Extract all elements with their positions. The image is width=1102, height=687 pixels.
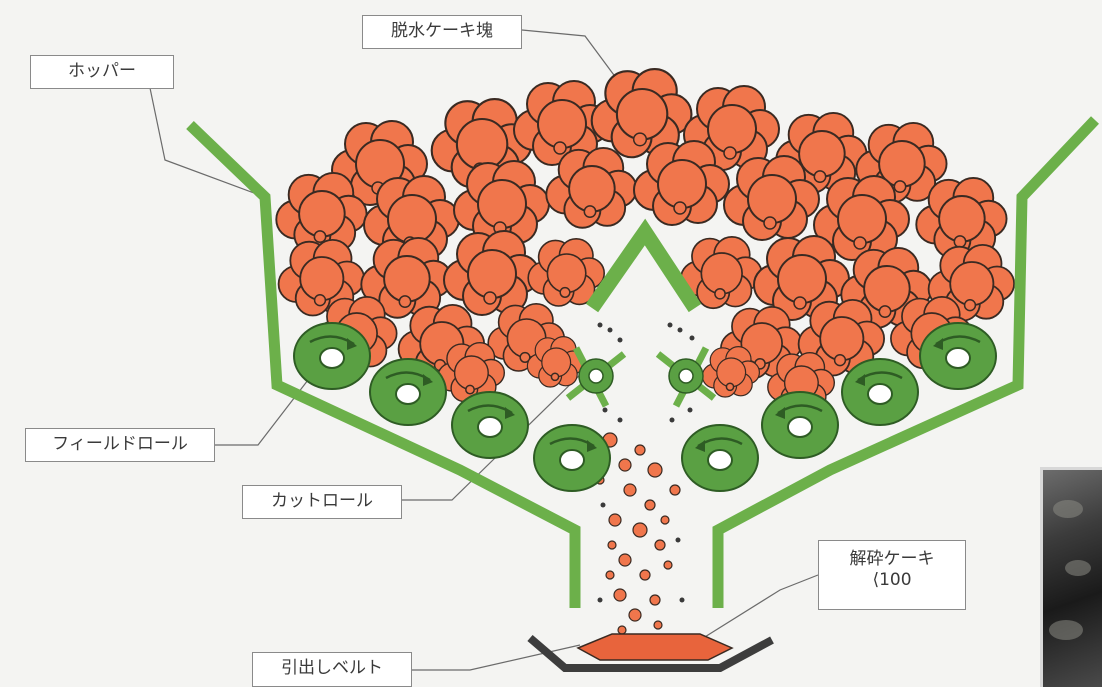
feed-roll — [451, 391, 529, 459]
feed-roll — [919, 322, 997, 390]
cut-rolls — [565, 346, 717, 408]
leader-lines — [149, 29, 819, 671]
leader-feed-roll — [215, 379, 309, 446]
feed-roll — [761, 391, 839, 459]
feed-roll — [681, 424, 759, 492]
label-feed-roll: フィールドロール — [25, 428, 215, 462]
cut-roll-left — [565, 346, 627, 408]
label-hopper: ホッパー — [30, 55, 174, 89]
label-dewatered-cake: 脱水ケーキ塊 — [362, 15, 522, 49]
leader-crushed-cake — [699, 574, 819, 641]
leader-cut-roll — [402, 369, 586, 501]
feed-roll — [293, 322, 371, 390]
hopper-walls — [186, 116, 1099, 608]
crushed-particles — [595, 322, 695, 645]
feed-roll — [841, 358, 919, 426]
label-crushed-cake: 解砕ケーキ ⟨100 — [818, 540, 966, 610]
leader-hopper — [149, 87, 263, 197]
feed-roll — [533, 424, 611, 492]
photo-thumbnail — [1040, 467, 1102, 687]
cut-roll-right — [655, 346, 717, 408]
discharge-belt — [527, 633, 774, 672]
center-divider — [585, 218, 702, 313]
feed-roll — [369, 358, 447, 426]
leader-dewatered-cake — [521, 29, 626, 91]
label-discharge-belt: 引出しベルト — [252, 652, 412, 687]
label-cut-roll: カットロール — [242, 485, 402, 519]
roll-group — [293, 322, 997, 492]
